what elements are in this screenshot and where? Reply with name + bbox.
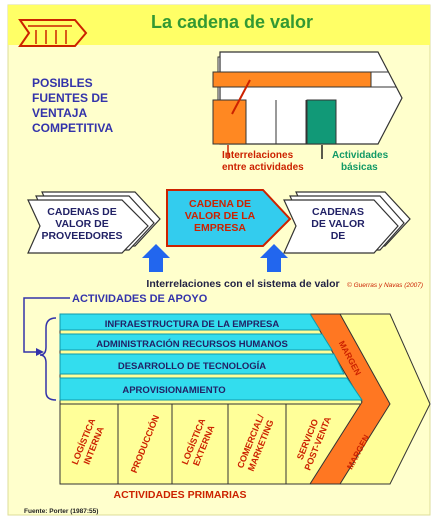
mini-value-chain [212,51,403,159]
basic-activities-label-line: básicas [341,162,378,173]
basic-activities-label: Actividades básicas [332,150,389,173]
up-arrow-left-icon [142,244,170,272]
sources-label-line: POSIBLES [32,76,93,90]
connector-arrowhead-icon [36,348,44,356]
footer-source: Fuente: Porter (1987:55) [24,508,98,515]
interrelations-label: Interrelaciones entre actividades [222,150,304,173]
sources-label: POSIBLES FUENTES DE VENTAJA COMPETITIVA [32,76,113,135]
support-row [59,333,333,351]
margin-band [309,313,391,485]
support-connector [23,297,70,353]
value-chain-logo-icon [18,19,88,47]
support-activities-label: ACTIVIDADES DE APOYO [72,293,208,305]
credit-label: © Guerras y Navas (2007) [347,281,423,289]
sources-label-line: FUENTES DE [32,91,108,105]
system-interrelations-label: Interrelaciones con el sistema de valor [146,278,339,290]
supplier-chains-label-line: PROVEEDORES [41,230,122,242]
primary-activities-label: ACTIVIDADES PRIMARIAS [113,489,246,501]
primary-cell-highlight [212,99,247,145]
company-chain-label-line: VALOR DE LA [185,210,256,222]
sources-label-line: COMPETITIVA [32,121,113,135]
client-chains-label-line: DE [331,230,346,242]
company-chain-label-line: EMPRESA [194,222,246,234]
supplier-chains-label-line: CADENAS DE [47,206,116,218]
support-row-label: INFRAESTRUCTURA DE LA EMPRESA [105,319,280,330]
support-brace [39,317,57,401]
up-arrow-right-icon [260,244,288,272]
support-bar-highlight [212,71,372,88]
interrelation-pointer [231,79,251,115]
basic-activities-label-line: Actividades [332,150,389,161]
basic-activity-highlight [306,99,337,145]
client-chains-label-line: CADENAS [312,206,364,218]
company-chain: CADENA DE VALOR DE LA EMPRESA [166,189,292,247]
support-row-label: APROVISIONAMIENTO [122,385,225,396]
client-chains: CADENAS DE VALOR DE [283,191,411,254]
interrelations-label-line: entre actividades [222,162,304,173]
slide-title: La cadena de valor [151,12,313,32]
sources-label-line: VENTAJA [32,106,87,120]
support-row-label: ADMINISTRACIÓN RECURSOS HUMANOS [96,338,288,350]
support-row-label: DESARROLLO DE TECNOLOGÍA [118,361,266,372]
interrelations-label-line: Interrelaciones [222,150,294,161]
support-row [59,377,363,401]
client-chains-label-line: DE VALOR [311,218,365,230]
supplier-chains-label-line: VALOR DE [55,218,108,230]
company-chain-label-line: CADENA DE [189,198,251,210]
main-value-chain: INFRAESTRUCTURA DE LA EMPRESA ADMINISTRA… [59,313,431,485]
supplier-chains: CADENAS DE VALOR DE PROVEEDORES [27,191,161,254]
support-row [59,353,345,375]
support-row [59,313,321,331]
